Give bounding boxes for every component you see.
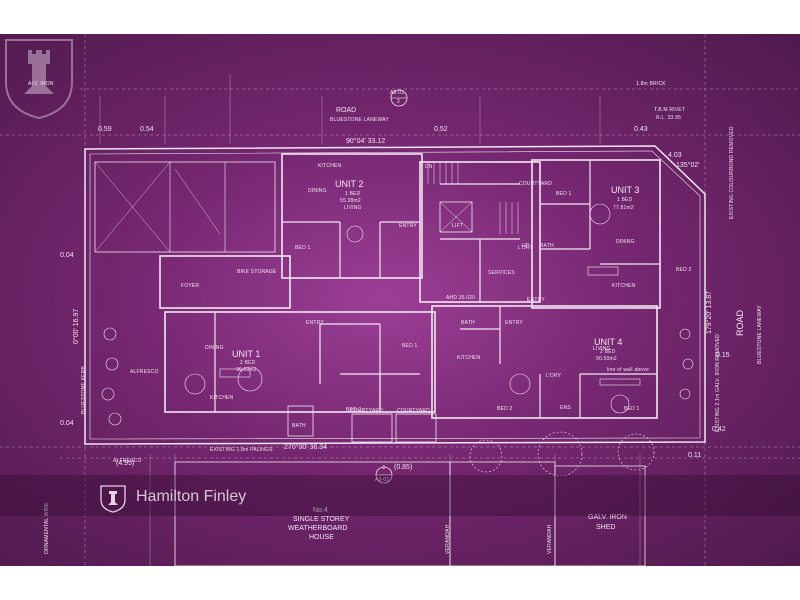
room-bed1-u3: BED 1 bbox=[556, 191, 572, 197]
dim-top-right: 0.52 bbox=[434, 126, 448, 133]
room-bath-u3: BATH bbox=[540, 243, 554, 249]
dim-bottom-mid: (0.85) bbox=[394, 464, 413, 471]
room-ldry-u4: L'DRY bbox=[546, 373, 562, 379]
room-alfresco-u1: ALFRESCO bbox=[130, 369, 159, 375]
unit-3-name: UNIT 3 bbox=[611, 185, 640, 195]
road-top-label: ROAD bbox=[336, 107, 357, 114]
room-bed2-u1: BED 2 bbox=[346, 407, 362, 413]
room-courtyard-2: COURTYARD bbox=[397, 408, 431, 414]
road-right-label: ROAD bbox=[735, 309, 745, 336]
boundary-corner-bearing: 135°02' bbox=[676, 162, 700, 169]
unit-2-name: UNIT 2 bbox=[335, 179, 364, 189]
room-kitchen-u1: KITCHEN bbox=[210, 395, 234, 401]
shed-line-1: GALV. IRON bbox=[588, 514, 627, 521]
brick-fence-label: 1.8m BRICK bbox=[636, 81, 666, 87]
room-courtyard-1: COURTYARD bbox=[350, 408, 384, 414]
neighbour-line-4: HOUSE bbox=[309, 534, 334, 541]
room-bath-u1: BATH bbox=[292, 423, 306, 429]
unit-2-beds: 1 BED bbox=[345, 191, 361, 197]
neighbour-line-3: WEATHERBOARD bbox=[288, 525, 348, 532]
existing-palings-label: EXISTING 1.8m PALINGS bbox=[210, 447, 273, 453]
dim-right-3: 0.11 bbox=[688, 452, 702, 459]
bluestone-kerb-label: BLUESTONE KERB bbox=[81, 365, 87, 414]
brand-name: Hamilton Finley bbox=[136, 488, 247, 505]
blueprint-image: ROAD BLUESTONE LANEWAY 90°04' 33.12 270°… bbox=[0, 34, 800, 566]
unit-4-beds: 2 BED bbox=[600, 349, 616, 355]
dim-top-far: 0.43 bbox=[634, 126, 648, 133]
unit-4-name: UNIT 4 bbox=[594, 337, 623, 347]
laneway-right-label: BLUESTONE LANEWAY bbox=[757, 305, 763, 364]
line-of-wall-note: line of wall above bbox=[607, 367, 649, 373]
dim-bottom-left: (4.95) bbox=[116, 460, 135, 467]
section-marker-top-num: 2 bbox=[397, 99, 400, 105]
shed-line-2: SHED bbox=[596, 524, 616, 531]
room-up: UP bbox=[522, 243, 530, 249]
site-plan-linework bbox=[0, 34, 800, 566]
room-alfresco-lower: ALFRESCO bbox=[113, 458, 142, 464]
room-bed2-u3: BED 2 bbox=[676, 267, 692, 273]
room-dining-u3: DINING bbox=[616, 239, 635, 245]
dim-right-1: 0.15 bbox=[716, 352, 730, 359]
room-dining-u1: DINING bbox=[205, 345, 224, 351]
section-marker-bottom-ref: A3-01 bbox=[375, 477, 390, 483]
verandah-label-1: VERANDAH bbox=[445, 524, 451, 554]
hamilton-finley-logo-icon bbox=[100, 485, 126, 513]
dim-corner-offset: 4.03 bbox=[668, 152, 682, 159]
rl-label: R.L. 33.95 bbox=[656, 115, 682, 121]
room-living-u4: LIVING bbox=[593, 346, 611, 352]
room-foyer: FOYER bbox=[181, 283, 200, 289]
laneway-top-label: BLUESTONE LANEWAY bbox=[330, 117, 389, 123]
neighbour-line-2: SINGLE STOREY bbox=[293, 516, 350, 523]
unit-3-beds: 1 BED bbox=[617, 197, 633, 203]
room-ldry-u3: L'DRY bbox=[518, 245, 534, 251]
room-kitchen-u4: KITCHEN bbox=[457, 355, 481, 361]
boundary-top-bearing: 90°04' 33.12 bbox=[346, 138, 386, 145]
castle-crest-watermark-icon bbox=[5, 39, 73, 120]
room-bike-storage: BIKE STORAGE bbox=[237, 269, 277, 275]
dim-left-1: 0.04 bbox=[60, 252, 74, 259]
room-services: SERVICES bbox=[488, 270, 515, 276]
brand-band bbox=[0, 475, 800, 516]
dim-right-2: 0.42 bbox=[712, 426, 726, 433]
unit-1-name: UNIT 1 bbox=[232, 349, 261, 359]
unit-1-beds: 2 BED bbox=[240, 360, 256, 366]
dim-left-2: 0.04 bbox=[60, 420, 74, 427]
room-kitchen-u2: KITCHEN bbox=[318, 163, 342, 169]
boundary-bottom-bearing: 270°00' 36.34 bbox=[284, 444, 328, 451]
boundary-right-bearing: 179°20' 13.87 bbox=[706, 290, 713, 334]
room-kitchen-u3: KITCHEN bbox=[612, 283, 636, 289]
top-left-fence-label: ALV. IRON bbox=[28, 82, 54, 87]
unit-1-area: 96.13m2 bbox=[236, 367, 257, 373]
right-note-fence: EXISTING 2.1m GALV. IRON REMOVED bbox=[715, 333, 721, 432]
section-marker-bottom-num: 3 bbox=[382, 465, 385, 471]
room-dn: DN bbox=[425, 164, 433, 170]
room-bed1-u2: BED 1 bbox=[295, 245, 311, 251]
dim-top-left: 0.59 bbox=[98, 126, 112, 133]
neighbour-line-1: No.4 bbox=[313, 507, 328, 514]
verandah-label-2: VERANDAH bbox=[547, 524, 553, 554]
tbm-label: T.B.M RIVET bbox=[654, 107, 686, 113]
section-marker-top-ref: A3-01 bbox=[390, 90, 405, 96]
room-entry-u2: ENTRY bbox=[399, 223, 417, 229]
room-bed2-u4: BED 2 bbox=[497, 406, 513, 412]
room-living-u2: LIVING bbox=[344, 205, 362, 211]
room-bed1-u1: BED 1 bbox=[402, 343, 418, 349]
unit-4-area: 90.50m2 bbox=[596, 356, 617, 362]
room-ahd: AHD 35.020 bbox=[446, 295, 476, 301]
unit-2-area: 55.38m2 bbox=[340, 198, 361, 204]
right-note-colour: EXISTING COLOURBOND REMOVED bbox=[729, 126, 735, 219]
room-courtyard-top: COURTYARD bbox=[519, 181, 553, 187]
unit-3-area: 77.81m2 bbox=[613, 205, 634, 211]
boundary-left-bearing: 0°00' 16.97 bbox=[73, 308, 80, 344]
room-ens-u4: ENS bbox=[560, 405, 571, 411]
room-entry-u1: ENTRY bbox=[306, 320, 324, 326]
room-bath-u4: BATH bbox=[461, 320, 475, 326]
room-entry-u3: ENTRY bbox=[527, 297, 545, 303]
room-entry-u4: ENTRY bbox=[505, 320, 523, 326]
room-lift: LIFT bbox=[452, 223, 464, 229]
dim-top-mid: 0.54 bbox=[140, 126, 154, 133]
room-dining-u2: DINING bbox=[308, 188, 327, 194]
room-bed1-u4: BED 1 bbox=[624, 406, 640, 412]
